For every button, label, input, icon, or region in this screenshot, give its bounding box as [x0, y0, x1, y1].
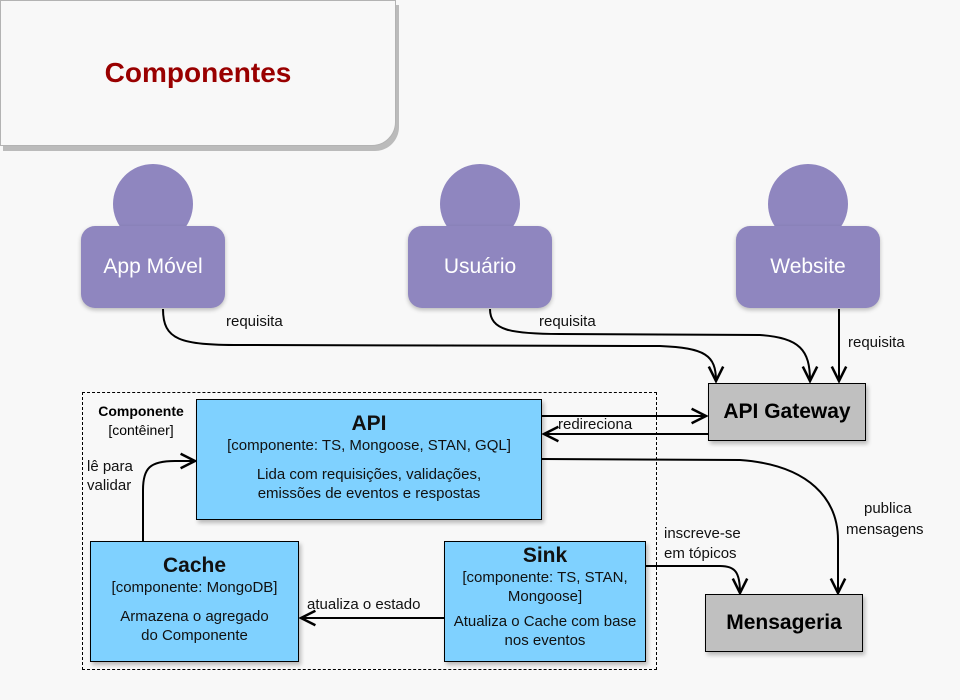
edge-label-subscribe-1: inscreve-se: [664, 525, 741, 542]
component-name: Cache: [162, 554, 227, 577]
component-desc: Atualiza o Cache com base nos eventos: [453, 613, 637, 649]
person-label: Usuário: [408, 226, 552, 308]
edge-label-user-req: requisita: [539, 313, 596, 330]
edge-label-web-req: requisita: [848, 334, 905, 351]
edge-label-subscribe-2: em tópicos: [664, 545, 737, 562]
component-api[interactable]: API [componente: TS, Mongoose, STAN, GQL…: [196, 399, 542, 520]
edge-label-update-state: atualiza o estado: [307, 596, 421, 613]
person-label: App Móvel: [81, 226, 225, 308]
boundary-type: [contêiner]: [108, 422, 174, 438]
external-name: API Gateway: [723, 400, 851, 423]
container-boundary: [82, 392, 657, 670]
edge-api-to-messaging: [541, 458, 838, 593]
edge-label-read-validate-2: validar: [87, 477, 132, 494]
component-desc: Lida com requisições, validações, emissõ…: [256, 466, 482, 502]
external-api-gateway[interactable]: API Gateway: [708, 383, 866, 441]
component-name: Sink: [522, 544, 568, 567]
edge-label-redirect: redireciona: [558, 416, 633, 433]
component-cache[interactable]: Cache [componente: MongoDB] Armazena o a…: [90, 541, 299, 662]
page-title: Componentes: [104, 57, 292, 88]
boundary-name: Componente: [98, 403, 184, 419]
person-label: Website: [736, 226, 880, 308]
component-tech: [componente: TS, Mongoose, STAN, GQL]: [227, 437, 511, 454]
component-name: API: [351, 412, 387, 435]
external-mensageria[interactable]: Mensageria: [705, 594, 863, 652]
component-tech: [componente: TS, STAN, Mongoose]: [462, 569, 628, 605]
edge-label-publish-2: mensagens: [846, 521, 924, 538]
edge-app-to-gateway: [162, 308, 716, 381]
edge-sink-to-messaging: [646, 565, 740, 593]
boundary-label: Componente [contêiner]: [86, 402, 196, 440]
edge-label-read-validate-1: lê para: [87, 458, 133, 475]
component-sink[interactable]: Sink [componente: TS, STAN, Mongoose] At…: [444, 541, 646, 662]
component-tech: [componente: MongoDB]: [111, 579, 278, 596]
edge-cache-to-api: [142, 461, 195, 541]
title-card: Componentes: [0, 0, 396, 146]
edge-label-app-req: requisita: [226, 313, 283, 330]
edge-label-publish-1: publica: [864, 500, 912, 517]
external-name: Mensageria: [726, 611, 842, 634]
component-desc: Armazena o agregado do Componente: [120, 608, 269, 644]
edge-user-to-gateway: [489, 308, 810, 381]
